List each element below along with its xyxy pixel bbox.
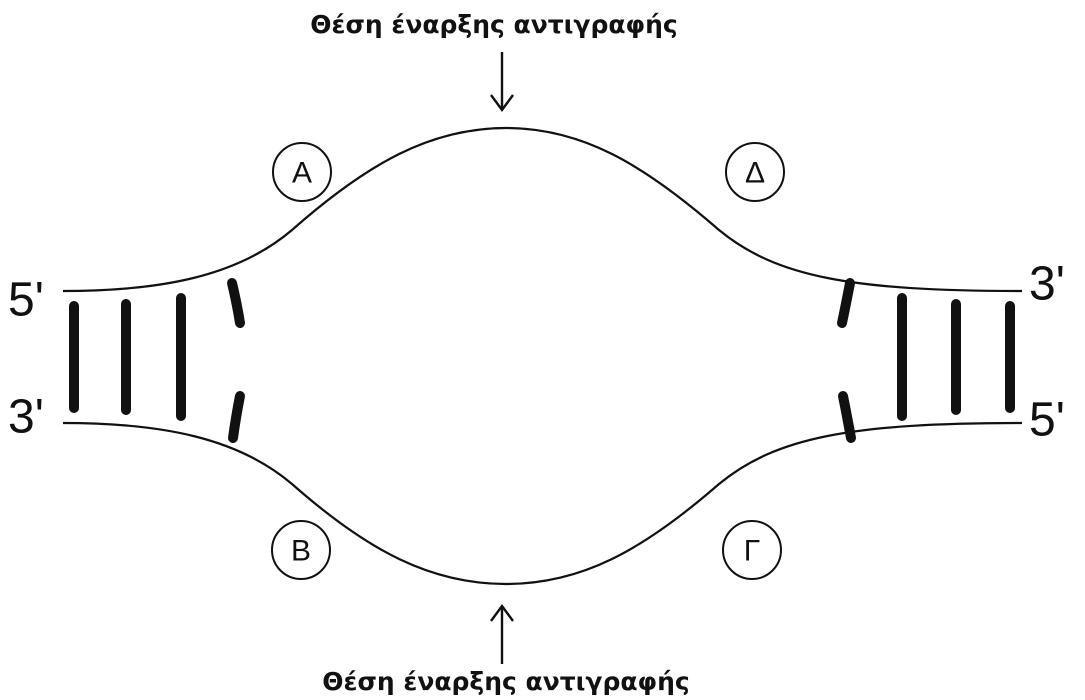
fork-b-letter: Β bbox=[291, 535, 311, 568]
fork-label-a: Α bbox=[272, 142, 332, 202]
fork-g-letter: Γ bbox=[744, 535, 761, 568]
fork-g-circle-icon bbox=[722, 520, 782, 580]
bottom-strand bbox=[62, 421, 1023, 586]
left-bond-4-upper bbox=[227, 278, 245, 328]
origin-label-bottom: Θέση έναρξης αντιγραφής bbox=[322, 667, 689, 696]
strand-end-bottom-left: 3' bbox=[8, 391, 44, 444]
fork-label-d: Δ bbox=[725, 142, 785, 202]
fork-d-letter: Δ bbox=[745, 157, 765, 190]
top-strand bbox=[62, 126, 1023, 293]
right-bond-1-upper bbox=[837, 278, 855, 328]
fork-b-circle-icon bbox=[271, 520, 331, 580]
origin-label-top: Θέση έναρξης αντιγραφής bbox=[310, 10, 677, 39]
strand-end-bottom-right: 5' bbox=[1029, 394, 1065, 447]
right-bond-1-lower bbox=[838, 391, 856, 443]
fork-a-circle-icon bbox=[272, 142, 332, 202]
fork-label-g: Γ bbox=[722, 520, 782, 580]
fork-label-b: Β bbox=[271, 520, 331, 580]
origin-arrow-bottom-head-icon bbox=[490, 603, 514, 622]
fork-a-letter: Α bbox=[292, 157, 312, 190]
origin-arrow-top-head-icon bbox=[490, 94, 514, 113]
strand-end-top-left: 5' bbox=[8, 274, 44, 327]
fork-d-circle-icon bbox=[725, 142, 785, 202]
left-bond-4-lower bbox=[228, 391, 245, 443]
strand-end-top-right: 3' bbox=[1029, 258, 1065, 311]
